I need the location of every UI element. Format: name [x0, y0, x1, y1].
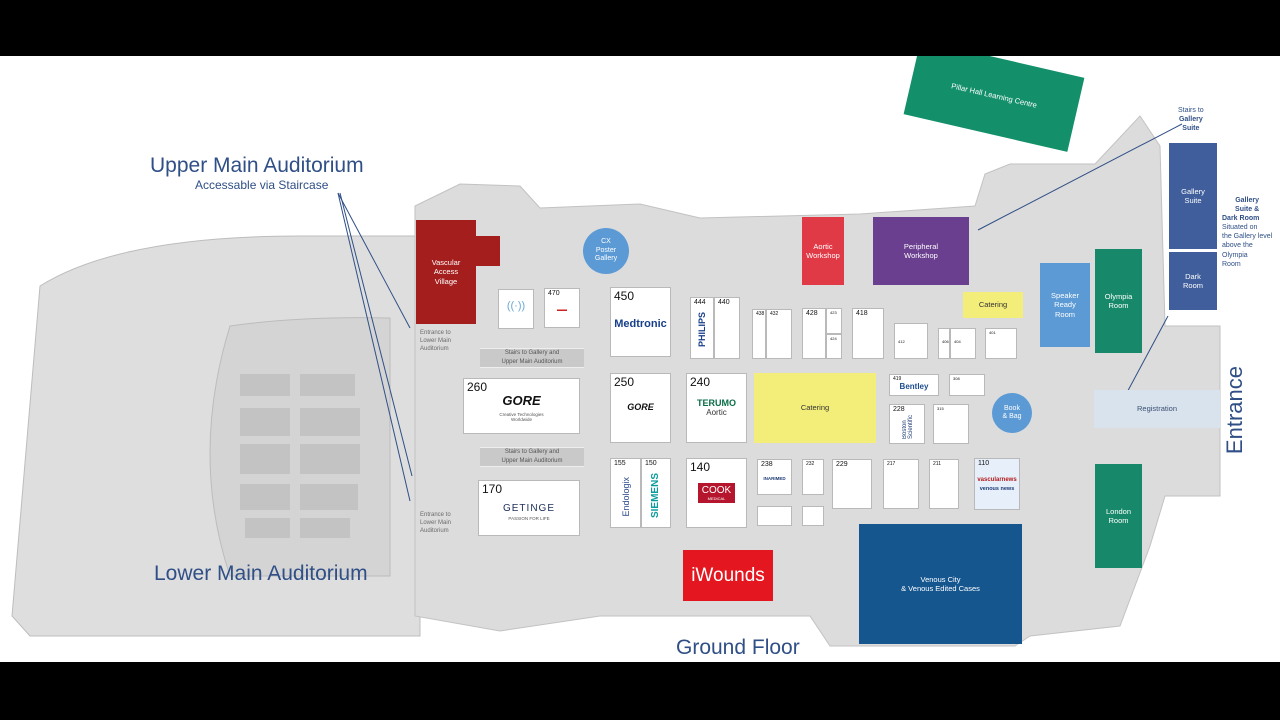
booth-404[interactable]: 404	[950, 328, 976, 359]
vascular-access-village-ext	[470, 236, 500, 266]
registration[interactable]: Registration	[1094, 390, 1220, 428]
booth-110[interactable]: 110 vascularnews venous news	[974, 458, 1020, 510]
booth-217[interactable]: 217	[883, 459, 919, 509]
booth-small-a[interactable]	[757, 506, 792, 526]
booth-423[interactable]: 423	[826, 308, 842, 334]
venous-city[interactable]: Venous City & Venous Edited Cases	[859, 524, 1022, 644]
booth-228[interactable]: 228 Boston Scientific	[889, 404, 925, 444]
lower-auditorium-title: Lower Main Auditorium	[154, 562, 368, 585]
booth-419[interactable]: 419 Bentley	[889, 374, 939, 396]
cx-poster-gallery[interactable]: CX Poster Gallery	[583, 228, 629, 274]
booth-432[interactable]: 432	[766, 309, 792, 359]
booth-150[interactable]: 150 SIEMENS	[641, 458, 671, 528]
booth-438[interactable]: 438	[752, 309, 766, 359]
booth-260[interactable]: 260 GORE Creative Technologies Worldwide	[463, 378, 580, 434]
olympia-room[interactable]: Olympia Room	[1095, 249, 1142, 353]
gallery-suite-note: Gallery Suite & Dark Room Situated on th…	[1222, 197, 1273, 268]
upper-auditorium-subtitle: Accessable via Staircase	[195, 178, 329, 192]
venue-floor-map: Upper Main Auditorium Accessable via Sta…	[0, 56, 1280, 662]
booth-418[interactable]: 418	[852, 308, 884, 359]
booth-229[interactable]: 229	[832, 459, 872, 509]
booth-428[interactable]: 428	[802, 308, 826, 359]
iwounds-area[interactable]: iWounds	[683, 550, 773, 601]
entrance-label: Entrance	[1222, 366, 1247, 455]
booth-406[interactable]: 406	[938, 328, 950, 359]
booth-small-b[interactable]	[802, 506, 824, 526]
booth-440[interactable]: 440	[714, 297, 740, 359]
london-room[interactable]: London Room	[1095, 464, 1142, 568]
book-and-bag[interactable]: Book & Bag	[992, 393, 1032, 433]
booth-170[interactable]: 170 GETINGE PASSION FOR LIFE	[478, 480, 580, 536]
booth-250[interactable]: 250 GORE	[610, 373, 671, 443]
booth-444[interactable]: 444 PHILIPS	[690, 297, 714, 359]
peripheral-workshop[interactable]: Peripheral Workshop	[873, 217, 969, 285]
booth-232[interactable]: 232	[802, 459, 824, 495]
signal-logo-icon: ((·))	[506, 300, 526, 312]
speaker-ready-room[interactable]: Speaker Ready Room	[1040, 263, 1090, 347]
booth-424[interactable]: 424	[826, 334, 842, 359]
entrance-lower-label-2: Entrance to Lower Main Auditorium	[420, 512, 452, 534]
booth-450[interactable]: 450 Medtronic	[610, 287, 671, 357]
booth-401[interactable]: 401	[985, 328, 1017, 359]
aortic-workshop[interactable]: Aortic Workshop	[802, 217, 844, 285]
entrance-lower-label-1: Entrance to Lower Main Auditorium	[420, 330, 452, 352]
upper-auditorium-title: Upper Main Auditorium	[150, 154, 364, 177]
booth-412[interactable]: 412	[894, 323, 928, 359]
booth-unnumbered[interactable]: ((·))	[498, 289, 534, 329]
ground-floor-title: Ground Floor	[676, 636, 800, 659]
vascular-access-village[interactable]: Vascular Access Village	[416, 220, 476, 324]
booth-308[interactable]: 308	[949, 374, 985, 396]
booth-470[interactable]: 470 ▬▬	[544, 288, 580, 328]
booth-211[interactable]: 211	[929, 459, 959, 509]
booth-238[interactable]: 238 INARIMED	[757, 459, 792, 495]
booth-155[interactable]: 155 Endologix	[610, 458, 641, 528]
catering-large[interactable]: Catering	[754, 373, 876, 443]
gallery-suite[interactable]: Gallery Suite	[1169, 143, 1217, 249]
booth-240[interactable]: 240 TERUMO Aortic	[686, 373, 747, 443]
dark-room[interactable]: Dark Room	[1169, 252, 1217, 310]
catering-small[interactable]: Catering	[963, 292, 1023, 318]
booth-315[interactable]: 315	[933, 404, 969, 444]
